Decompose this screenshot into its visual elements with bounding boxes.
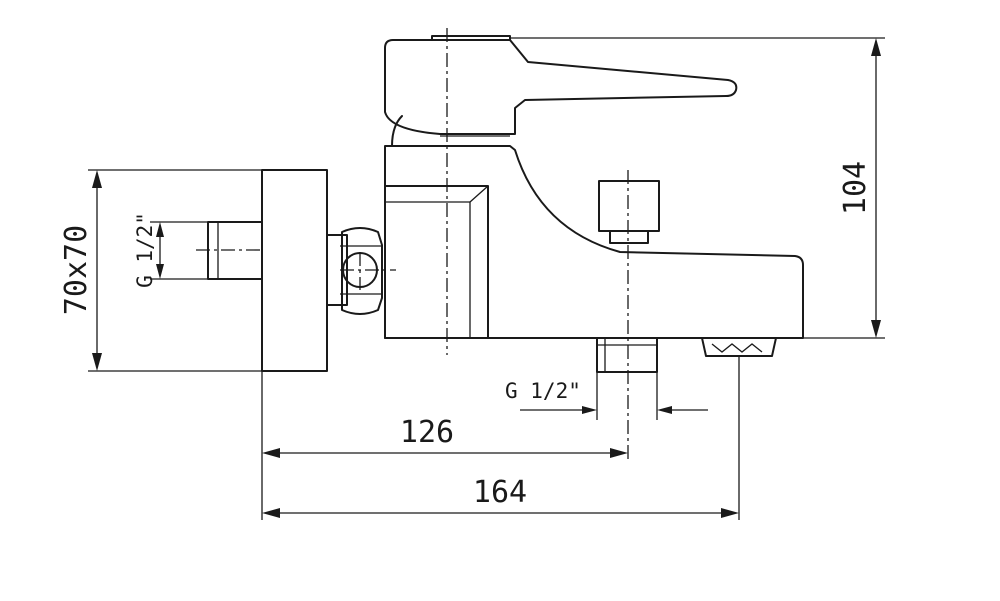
height-label: 104 [838, 161, 873, 215]
wall-plate-label: 70x70 [59, 225, 94, 315]
outlet-thread-label: G 1/2" [505, 379, 581, 403]
inlet-thread-label: G 1/2" [133, 212, 157, 288]
shower-outlet [596, 337, 658, 373]
dimension-overall-width [262, 356, 740, 520]
dimension-wall-plate [92, 170, 102, 371]
diverter-knob [598, 180, 660, 244]
center-lines [196, 28, 629, 462]
connector-nut [326, 227, 383, 315]
dimension-height [510, 37, 885, 339]
lever-handle [384, 35, 738, 147]
dimension-inlet-thread [156, 222, 164, 279]
dimension-outlet-distance [261, 371, 628, 520]
dimension-outlet-thread [520, 372, 708, 420]
faucet-body [384, 145, 804, 339]
aerator [701, 337, 777, 357]
overall-width-label: 164 [473, 475, 527, 510]
outlet-distance-label: 126 [400, 415, 454, 450]
